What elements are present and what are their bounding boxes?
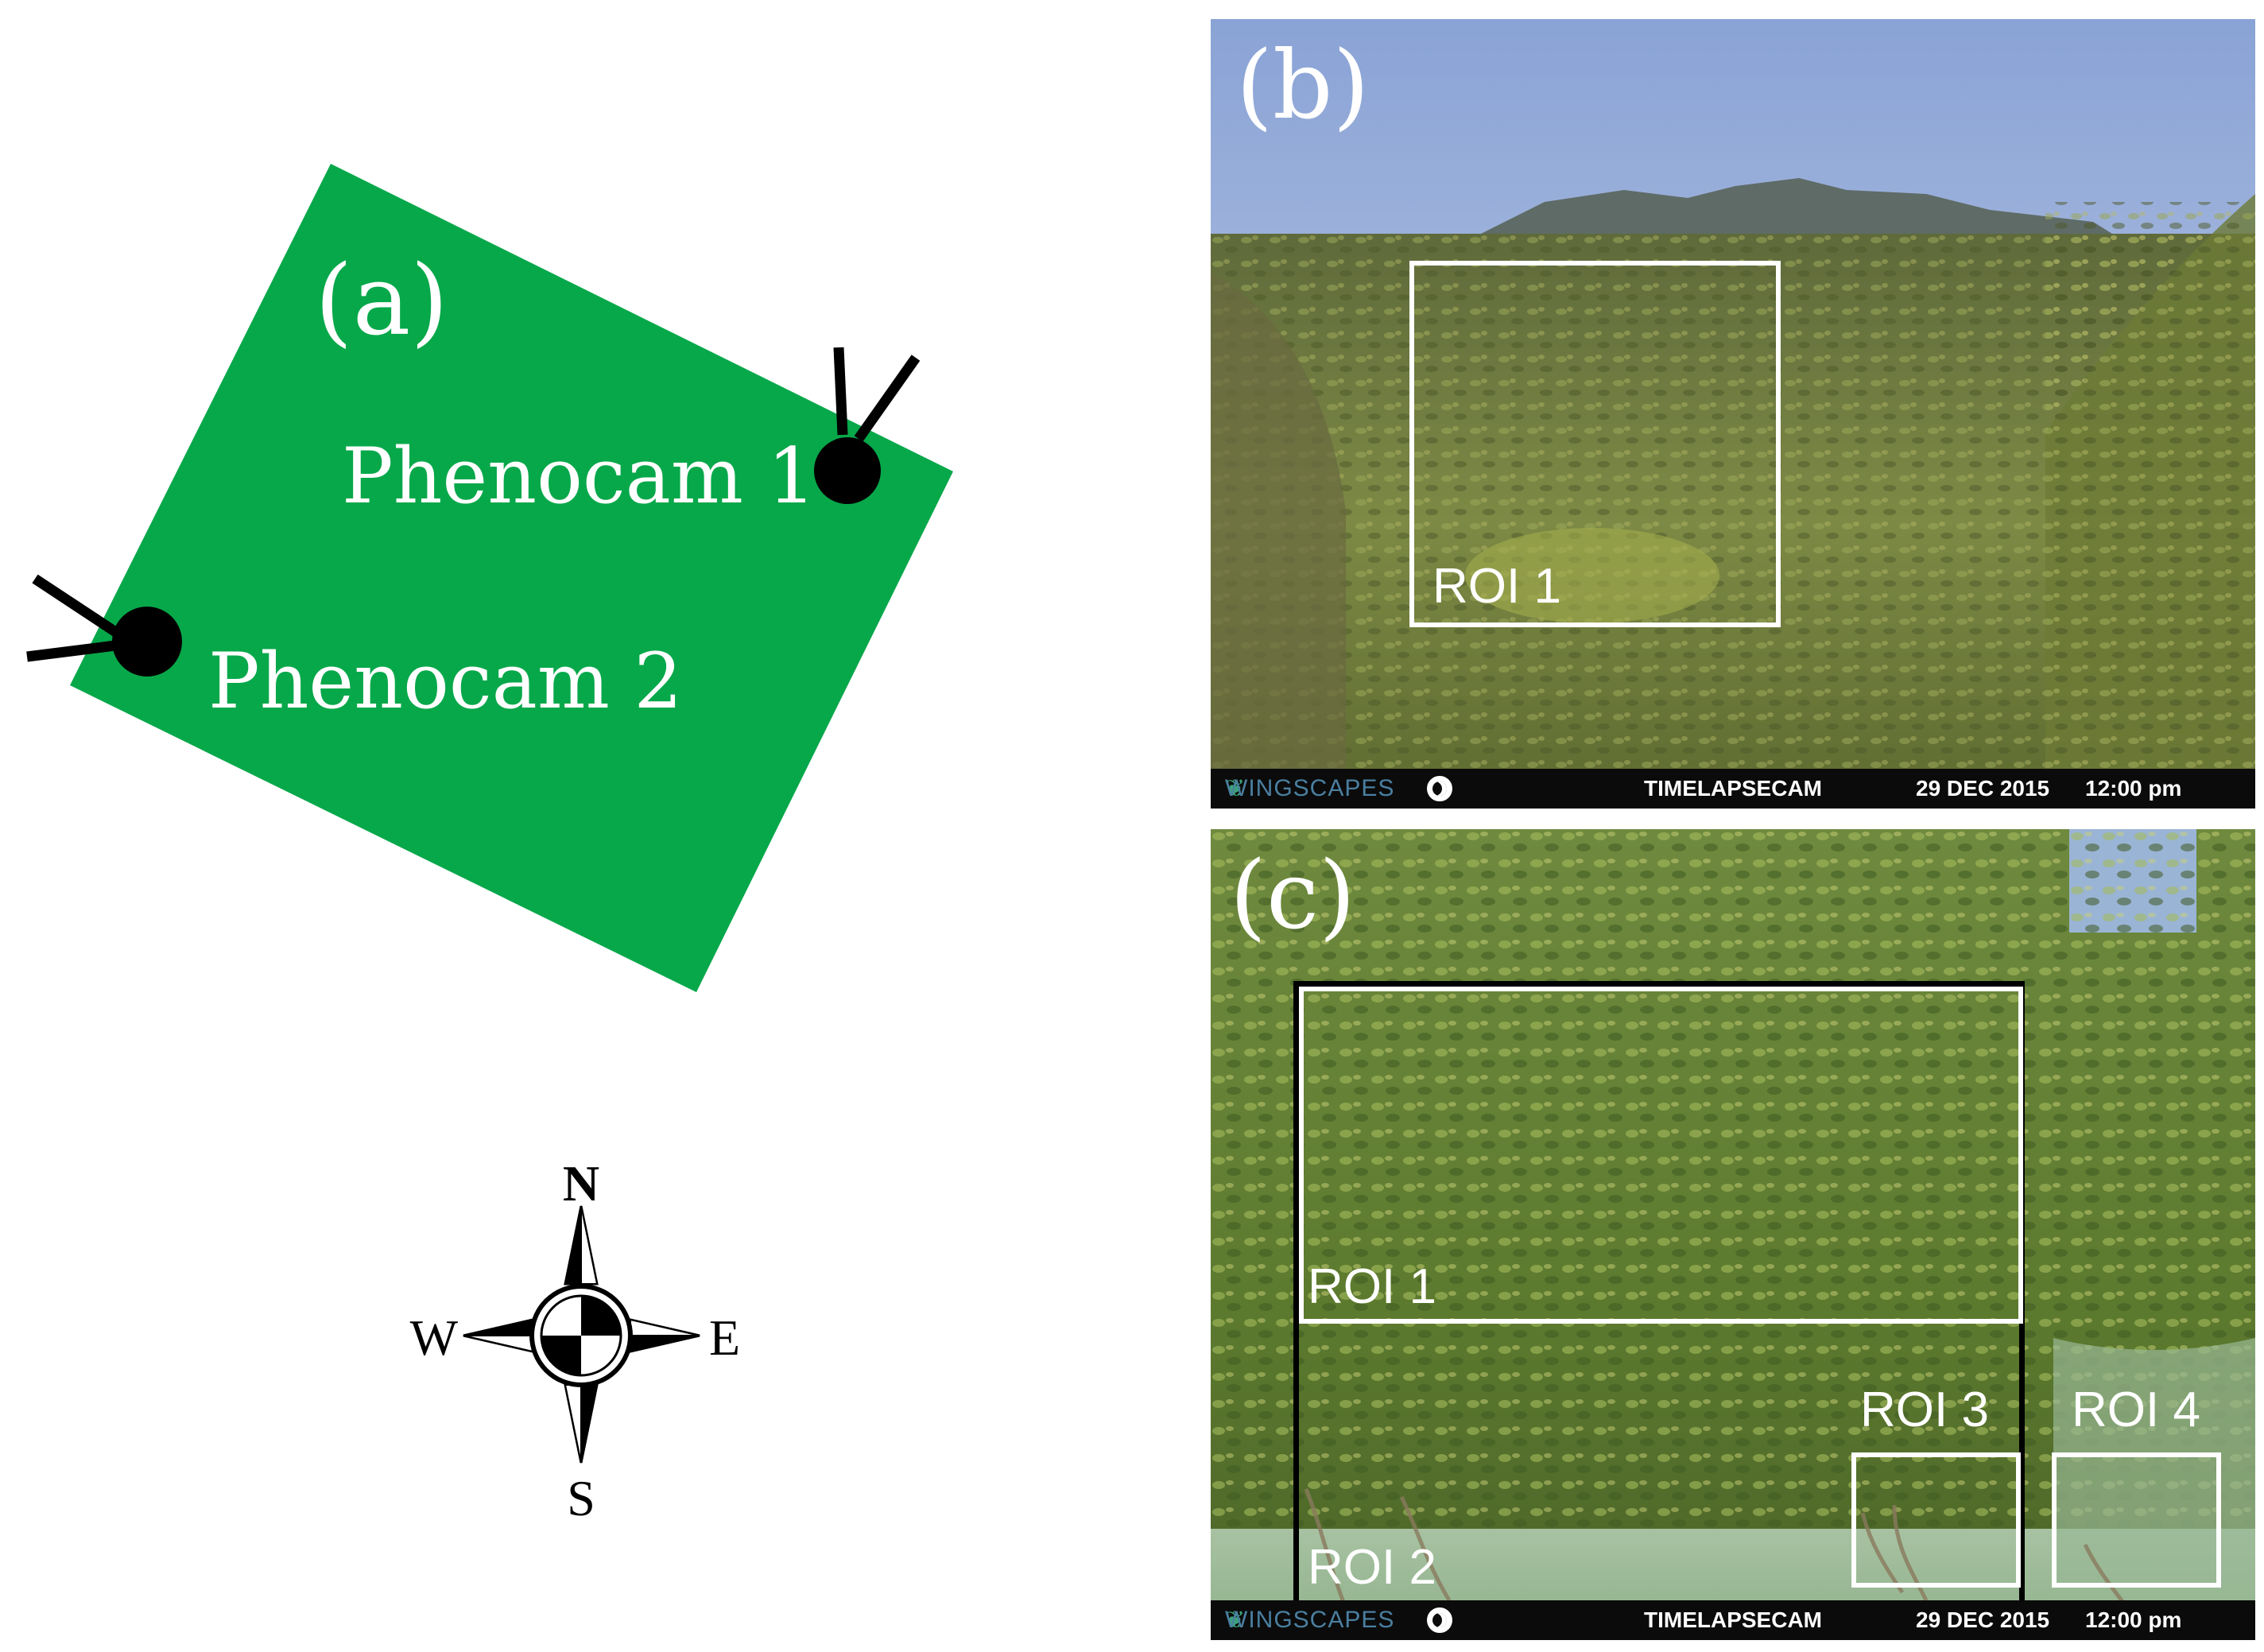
capture-date-text: 29 DEC 2015 <box>1916 776 2050 801</box>
compass-south-label: S <box>567 1470 595 1526</box>
study-site-polygon <box>70 164 953 992</box>
phenocam-1-label: Phenocam 1 <box>342 432 816 521</box>
camera-model-text: TIMELAPSECAM <box>1644 776 1822 801</box>
roi-2-label: ROI 2 <box>1308 1540 1436 1595</box>
mangrove-closeup-image <box>1211 829 2255 1640</box>
roi-1-label: ROI 1 <box>1432 559 1561 614</box>
moon-phase-icon <box>1427 776 1452 801</box>
phenocam-photo-b: (b) ROI 1 ❦WINGSCAPES TIMELAPSECAM 29 DE… <box>1211 19 2255 809</box>
compass-east-label: E <box>709 1309 740 1366</box>
phenocam-2-marker <box>26 574 182 677</box>
roi-1-box <box>1409 261 1781 627</box>
roi-1-box <box>1299 987 2023 1324</box>
panel-c-letter: (c) <box>1230 840 1356 950</box>
mangrove-landscape-image <box>1211 19 2255 809</box>
compass-rose: N S W E <box>410 1155 741 1526</box>
panel-b-letter: (b) <box>1236 30 1370 140</box>
phenocam-2-label: Phenocam 2 <box>208 637 682 726</box>
camera-info-bar: ❦WINGSCAPES TIMELAPSECAM 29 DEC 2015 12:… <box>1211 1600 2255 1640</box>
camera-info-bar: ❦WINGSCAPES TIMELAPSECAM 29 DEC 2015 12:… <box>1211 769 2255 809</box>
compass-west-label: W <box>410 1309 459 1366</box>
panel-a-letter: (a) <box>315 244 448 357</box>
compass-north-label: N <box>563 1155 599 1212</box>
roi-3-box <box>1851 1452 2021 1588</box>
phenocam-1-marker <box>814 347 921 504</box>
roi-1-label: ROI 1 <box>1308 1259 1436 1314</box>
capture-date-text: 29 DEC 2015 <box>1916 1607 2050 1632</box>
site-diagram-panel: (a) Phenocam 1 Phenocam 2 N S W E <box>26 164 953 1526</box>
site-diagram-svg: (a) Phenocam 1 Phenocam 2 N S W E <box>26 164 953 1526</box>
roi-4-label: ROI 4 <box>2072 1382 2200 1437</box>
capture-time-text: 12:00 pm <box>2085 776 2182 801</box>
camera-model-text: TIMELAPSECAM <box>1644 1607 1822 1632</box>
roi-4-box <box>2052 1452 2221 1588</box>
capture-time-text: 12:00 pm <box>2085 1607 2182 1632</box>
phenocam-photo-c: (c) ROI 1 ROI 2 ROI 3 ROI 4 ❦WINGSCAPES … <box>1211 829 2255 1640</box>
moon-phase-icon <box>1427 1607 1452 1633</box>
roi-3-label: ROI 3 <box>1860 1382 1989 1437</box>
